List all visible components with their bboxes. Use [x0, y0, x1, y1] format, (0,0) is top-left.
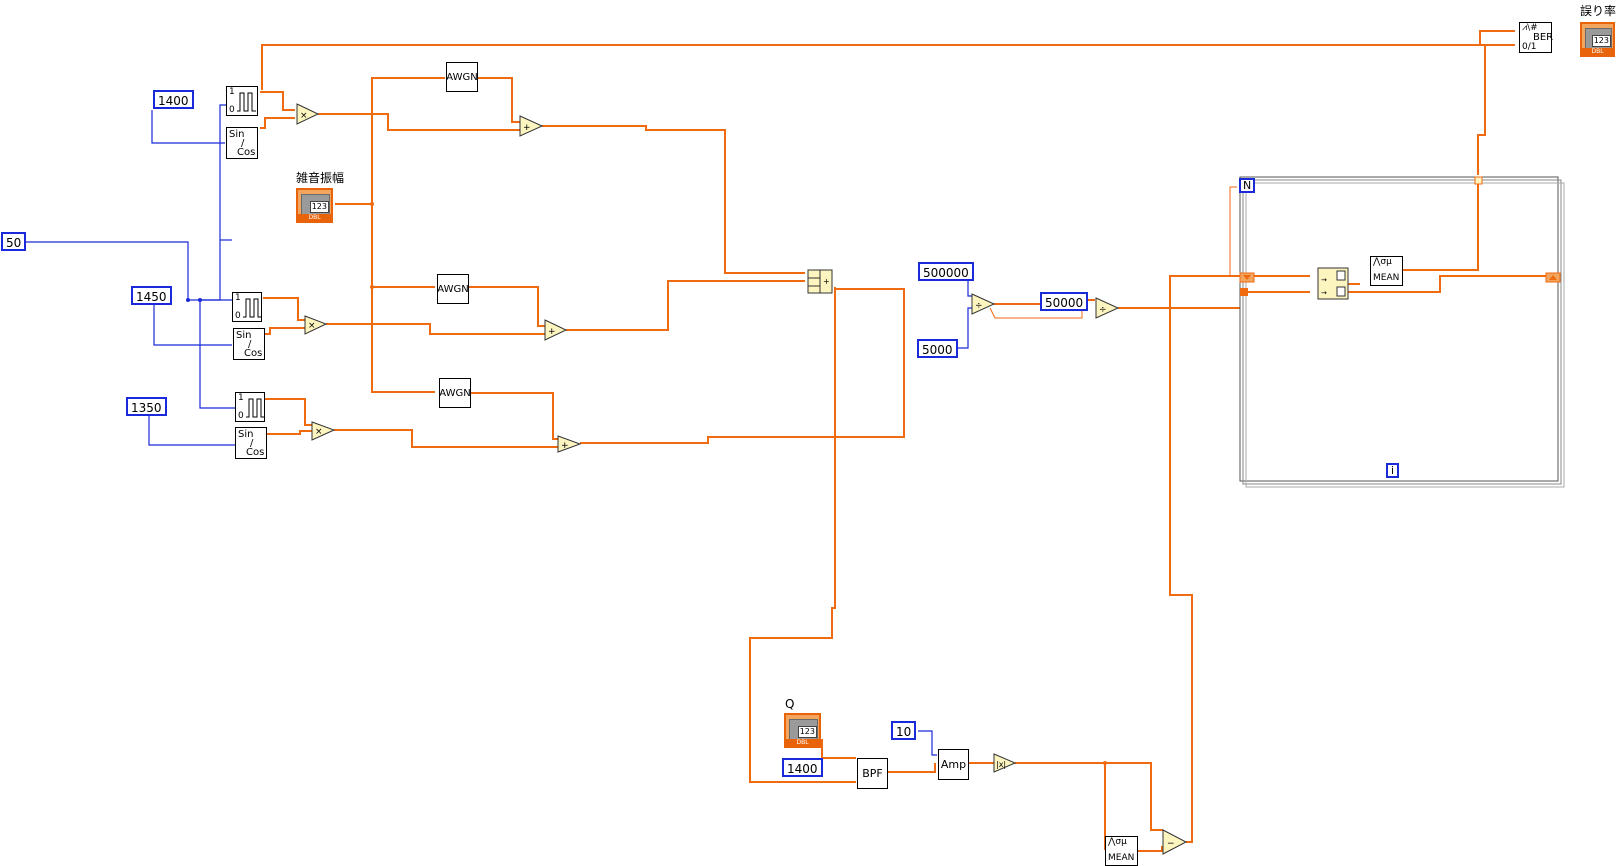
amp-block[interactable]: Amp: [938, 749, 969, 780]
square-wave-icon: [243, 298, 262, 318]
svg-text:|x|: |x|: [996, 760, 1006, 769]
svg-text:+: +: [523, 123, 531, 133]
bpf-block[interactable]: BPF: [857, 758, 888, 789]
error-rate-label: 誤り率: [1580, 4, 1616, 18]
error-rate-indicator: 123 DBL: [1580, 22, 1615, 57]
sincos-block-3[interactable]: Sin / Cos: [235, 427, 267, 459]
tunnel-output: [1474, 176, 1483, 185]
svg-text:×: ×: [315, 427, 323, 437]
divide-node-1: [971, 293, 996, 315]
loop-iteration-terminal: i: [1386, 463, 1400, 478]
constant-1400-bpf[interactable]: 1400: [782, 758, 823, 777]
shift-register-right: [1545, 272, 1561, 283]
awgn-block-3[interactable]: AWGN: [439, 378, 471, 408]
svg-text:→: →: [1321, 289, 1327, 297]
abs-node: [993, 753, 1017, 773]
constant-50[interactable]: 50: [1, 232, 27, 251]
sincos-block-2[interactable]: Sin / Cos: [233, 328, 265, 360]
constant-5000[interactable]: 5000: [917, 339, 958, 358]
pulse-generator-3[interactable]: 1 0: [235, 392, 265, 422]
pulse-generator-2[interactable]: 1 0: [232, 292, 262, 322]
constant-1400[interactable]: 1400: [153, 90, 194, 109]
sincos-block-1[interactable]: Sin / Cos: [226, 127, 258, 159]
constant-1350[interactable]: 1350: [126, 397, 167, 416]
square-wave-icon: [237, 92, 256, 112]
svg-text:+: +: [561, 441, 569, 451]
shift-register-left: [1239, 272, 1255, 283]
constant-500000[interactable]: 500000: [918, 262, 974, 281]
svg-text:→: →: [1321, 276, 1327, 284]
add-node-2: [544, 319, 568, 341]
svg-text:+: +: [548, 327, 556, 337]
for-loop-frame: [1239, 176, 1565, 488]
multiply-node-1: [296, 103, 320, 125]
noise-amplitude-label: 雑音振幅: [296, 171, 345, 185]
mean-block-loop[interactable]: ⋀σμ MEAN: [1370, 256, 1403, 286]
noise-amplitude-control[interactable]: 123 DBL: [296, 188, 333, 223]
pulse-generator-1[interactable]: 1 0: [226, 86, 258, 116]
array-subset-block: → →: [1317, 267, 1349, 300]
build-array-block: +: [807, 269, 833, 294]
q-control[interactable]: 123 DBL: [784, 713, 821, 748]
svg-text:÷: ÷: [975, 301, 983, 311]
multiply-node-3: [311, 421, 336, 441]
svg-text:+: +: [823, 277, 830, 286]
add-node-1: [519, 115, 544, 137]
add-node-3: [557, 435, 582, 453]
ber-block[interactable]: ⩘\# BER 0/1: [1519, 22, 1553, 53]
constant-10[interactable]: 10: [891, 721, 917, 740]
constant-1450[interactable]: 1450: [131, 286, 172, 305]
tunnel-input: [1240, 288, 1248, 296]
svg-text:×: ×: [300, 111, 308, 121]
awgn-block-2[interactable]: AWGN: [437, 274, 469, 304]
mean-block-bottom[interactable]: ⋀σμ MEAN: [1105, 836, 1138, 866]
subtract-node: [1162, 829, 1188, 855]
loop-count-terminal[interactable]: N: [1239, 178, 1256, 193]
square-wave-icon: [246, 398, 265, 418]
multiply-node-2: [304, 315, 328, 335]
svg-text:×: ×: [308, 321, 316, 331]
awgn-block-1[interactable]: AWGN: [446, 62, 478, 92]
svg-text:−: −: [1167, 839, 1175, 849]
divide-node-2: [1095, 297, 1120, 319]
q-label: Q: [785, 697, 795, 711]
svg-text:÷: ÷: [1099, 305, 1107, 315]
constant-50000[interactable]: 50000: [1040, 292, 1089, 311]
